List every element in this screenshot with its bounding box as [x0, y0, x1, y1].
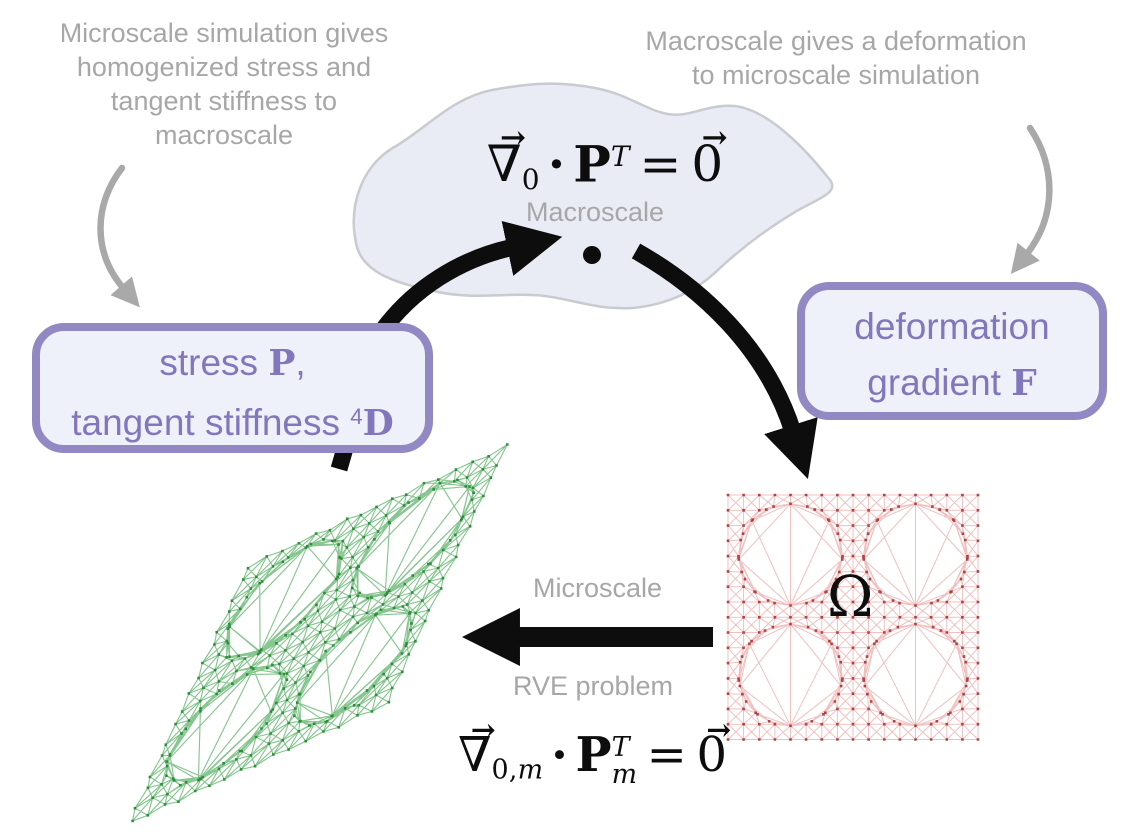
- box-line: tangent stiffness 4D: [71, 402, 394, 445]
- macroscale-equilibrium-equation: →∇0·PT=→0: [486, 120, 728, 197]
- gray-arrow-right: [1010, 124, 1053, 274]
- omega-domain-symbol: Ω: [827, 565, 874, 630]
- rve-mesh-deformed: [131, 443, 509, 823]
- nabla-vector: →∇: [457, 712, 496, 783]
- macroscale-label: Macroscale: [525, 197, 665, 227]
- note-line: macroscale: [154, 120, 294, 150]
- note-line: Microscale simulation gives: [59, 18, 389, 48]
- note-macro-to-micro: Macroscale gives a deformation to micros…: [586, 24, 1086, 92]
- rve-mesh-undeformed: [726, 493, 980, 741]
- box-line: gradient F: [867, 362, 1037, 404]
- stress-stiffness-box: stress P, tangent stiffness 4D: [32, 323, 433, 453]
- nabla-vector: →∇: [486, 120, 527, 194]
- vector-arrow-accent: →: [470, 712, 496, 748]
- note-micro-to-macro: Microscale simulation gives homogenized …: [24, 16, 424, 152]
- zero-vector: →0: [696, 712, 732, 783]
- stress-tensor-symbol: P: [575, 727, 612, 783]
- note-line: homogenized stress and: [76, 52, 372, 82]
- deformation-gradient-symbol: F: [1011, 362, 1037, 404]
- stress-tensor-symbol: P: [268, 342, 296, 384]
- zero-vector: →0: [691, 120, 728, 194]
- arrow-stress-to-macroscale: [373, 220, 563, 339]
- box-line: stress P,: [159, 342, 306, 384]
- note-line: to microscale simulation: [691, 60, 981, 90]
- stress-tensor-symbol: P: [573, 134, 611, 194]
- gray-arrow-left: [97, 164, 140, 308]
- note-line: tangent stiffness to: [110, 86, 338, 116]
- deformation-gradient-box: deformation gradient F: [797, 282, 1107, 420]
- macroscale-material-point: [583, 246, 601, 264]
- box-line: deformation: [854, 306, 1050, 347]
- arrow-macroscale-to-rve: [631, 243, 818, 480]
- microscale-label: Microscale: [532, 573, 663, 603]
- stiffness-tensor-symbol: D: [362, 402, 394, 445]
- vector-arrow-accent: →: [706, 712, 732, 748]
- vector-arrow-accent: →: [701, 120, 728, 157]
- rve-problem-label: RVE problem: [512, 671, 674, 701]
- vector-arrow-accent: →: [500, 120, 527, 157]
- note-line: Macroscale gives a deformation: [645, 26, 1027, 56]
